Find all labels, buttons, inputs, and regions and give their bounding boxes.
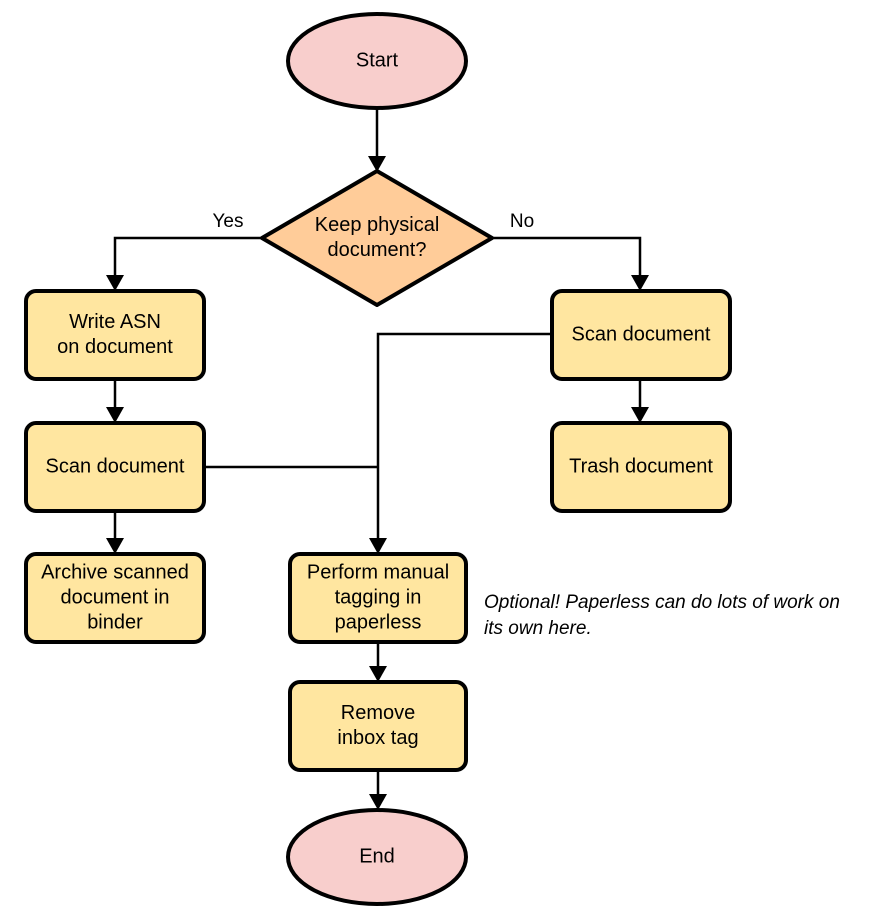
node-end[interactable]: End <box>286 808 468 906</box>
node-perform-manual-tagging-in-paperless[interactable]: Perform manual tagging in paperless <box>288 552 468 644</box>
annotation-layer: Optional! Paperless can do lots of work … <box>484 592 840 639</box>
annotation-optional-note: Optional! Paperless can do lots of work … <box>484 592 840 639</box>
edge-start-to-decision <box>368 108 386 172</box>
arrowhead-icon <box>106 407 124 423</box>
node-label: Keep physical <box>315 214 440 236</box>
arrowhead-icon <box>631 275 649 291</box>
node-label: document? <box>328 239 427 261</box>
edge-label: Yes <box>213 211 244 232</box>
node-scan-document-right[interactable]: Scan document <box>550 289 732 381</box>
edge-scan-left-to-archive <box>106 511 124 554</box>
arrowhead-icon <box>369 538 387 554</box>
arrowhead-icon <box>369 666 387 682</box>
node-label: Scan document <box>572 323 711 345</box>
node-label: Write ASN <box>69 311 161 333</box>
node-label: Archive scanned <box>41 561 189 583</box>
edge-path <box>492 236 642 285</box>
node-label: Remove <box>341 702 415 724</box>
node-label: inbox tag <box>337 727 418 749</box>
terminator-shape <box>286 808 468 906</box>
annotation-line: its own here. <box>484 618 592 639</box>
arrowhead-icon <box>631 407 649 423</box>
node-scan-document-left[interactable]: Scan document <box>24 421 206 513</box>
edge-scan-right-to-tagging <box>369 332 552 554</box>
process-shape <box>24 552 206 644</box>
edge-path <box>376 332 552 548</box>
node-label: on document <box>57 336 173 358</box>
node-label: paperless <box>335 611 422 633</box>
edge-remove-inbox-tag-to-end <box>369 770 387 810</box>
process-shape <box>288 552 468 644</box>
process-shape <box>24 289 206 381</box>
edge-tagging-to-remove-inbox-tag <box>369 642 387 682</box>
node-label: tagging in <box>335 586 422 608</box>
process-shape <box>288 680 468 772</box>
decision-shape <box>260 169 494 307</box>
edge-layer: Yes No <box>106 108 649 810</box>
node-keep-physical-document[interactable]: Keep physical document? <box>260 169 494 307</box>
process-shape <box>550 421 732 513</box>
edge-path <box>113 236 262 285</box>
node-label: End <box>359 845 395 867</box>
node-label: Start <box>356 49 399 71</box>
node-archive-scanned-document-in-binder[interactable]: Archive scanned document in binder <box>24 552 206 644</box>
node-remove-inbox-tag[interactable]: Remove inbox tag <box>288 680 468 772</box>
node-trash-document[interactable]: Trash document <box>550 421 732 513</box>
node-label: Perform manual <box>307 561 449 583</box>
edge-write-asn-to-scan-left <box>106 379 124 423</box>
edge-scan-right-to-trash <box>631 379 649 423</box>
process-shape <box>24 421 206 513</box>
edge-decision-no-to-scan-right: No <box>492 211 649 291</box>
arrowhead-icon <box>369 794 387 810</box>
node-label: Trash document <box>569 455 713 477</box>
node-label: document in <box>61 586 170 608</box>
annotation-line: Optional! Paperless can do lots of work … <box>484 592 840 613</box>
node-label: Scan document <box>46 455 185 477</box>
edge-label: No <box>510 211 534 232</box>
arrowhead-icon <box>368 156 386 172</box>
terminator-shape <box>286 12 468 110</box>
edge-decision-yes-to-write-asn: Yes <box>106 211 262 291</box>
node-start[interactable]: Start <box>286 12 468 110</box>
arrowhead-icon <box>106 275 124 291</box>
process-shape <box>550 289 732 381</box>
node-write-asn-on-document[interactable]: Write ASN on document <box>24 289 206 381</box>
node-label: binder <box>87 611 143 633</box>
arrowhead-icon <box>106 538 124 554</box>
